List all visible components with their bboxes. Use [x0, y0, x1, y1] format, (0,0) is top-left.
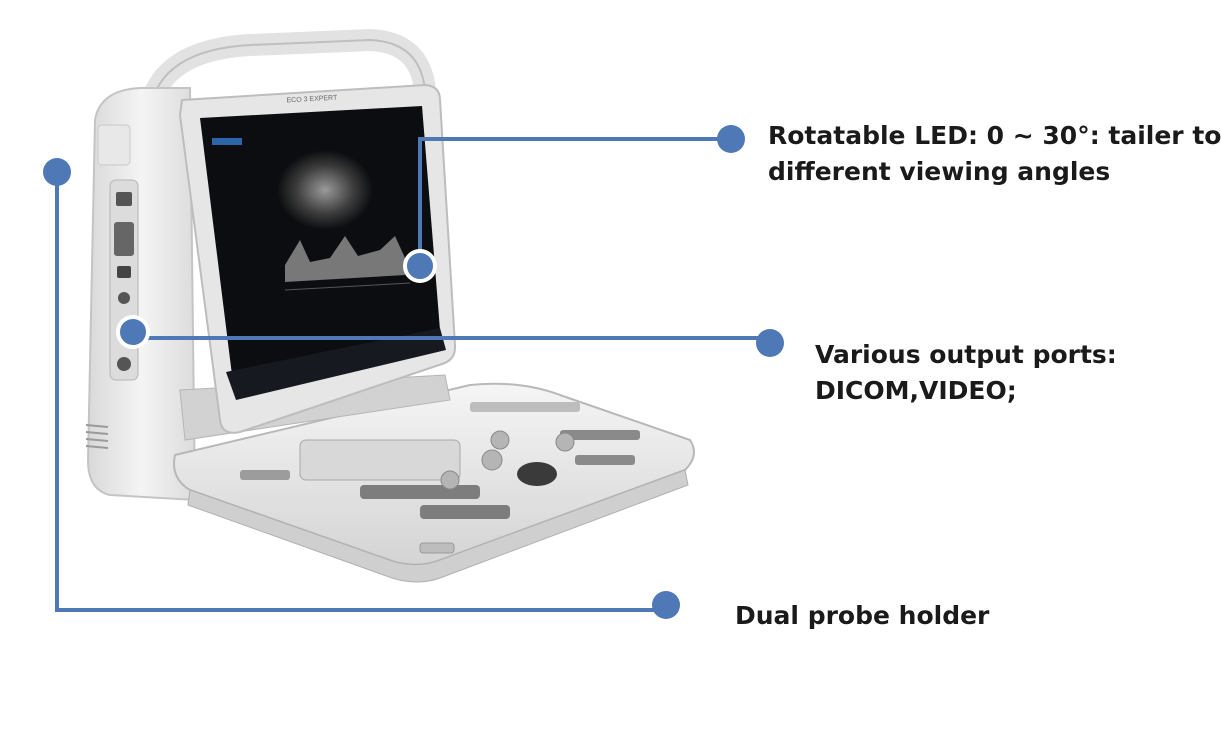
- label-dot-led: [717, 125, 745, 153]
- anchor-dot-probe: [43, 158, 71, 186]
- ports-line-2: DICOM,VIDEO;: [815, 376, 1017, 405]
- callout-text-led: Rotatable LED: 0 ~ 30°: tailer to differ…: [768, 118, 1221, 190]
- side-port-panel: [109, 179, 139, 381]
- trackball: [517, 462, 557, 486]
- brand-label: ECO 3 EXPERT: [286, 95, 338, 105]
- ultrasound-screen: [200, 106, 440, 375]
- anchor-dot-led: [403, 249, 437, 283]
- label-dot-ports: [756, 329, 784, 357]
- label-dot-probe: [652, 591, 680, 619]
- doppler-trace: [285, 236, 405, 282]
- control-knobs: [440, 430, 575, 490]
- scan-image: [277, 150, 373, 230]
- keyboard-keys: [240, 402, 640, 519]
- ports-line-1: Various output ports:: [815, 340, 1117, 369]
- led-line-2: different viewing angles: [768, 157, 1111, 186]
- anchor-dot-ports: [116, 315, 150, 349]
- callout-probe: [43, 158, 680, 619]
- probe-line-1: Dual probe holder: [735, 601, 990, 630]
- callout-line-led: [418, 137, 731, 266]
- callout-led: [403, 125, 745, 283]
- monitor: ECO 3 EXPERT: [178, 83, 457, 434]
- callout-text-ports: Various output ports: DICOM,VIDEO;: [815, 337, 1117, 409]
- callout-text-probe: Dual probe holder: [735, 598, 989, 634]
- led-line-1: Rotatable LED: 0 ~ 30°: tailer to: [768, 121, 1221, 150]
- side-vents: [85, 424, 109, 449]
- callout-line-probe: [55, 172, 666, 612]
- callout-ports: [116, 315, 784, 357]
- ultrasound-device: ECO 3 EXPERT: [85, 28, 695, 583]
